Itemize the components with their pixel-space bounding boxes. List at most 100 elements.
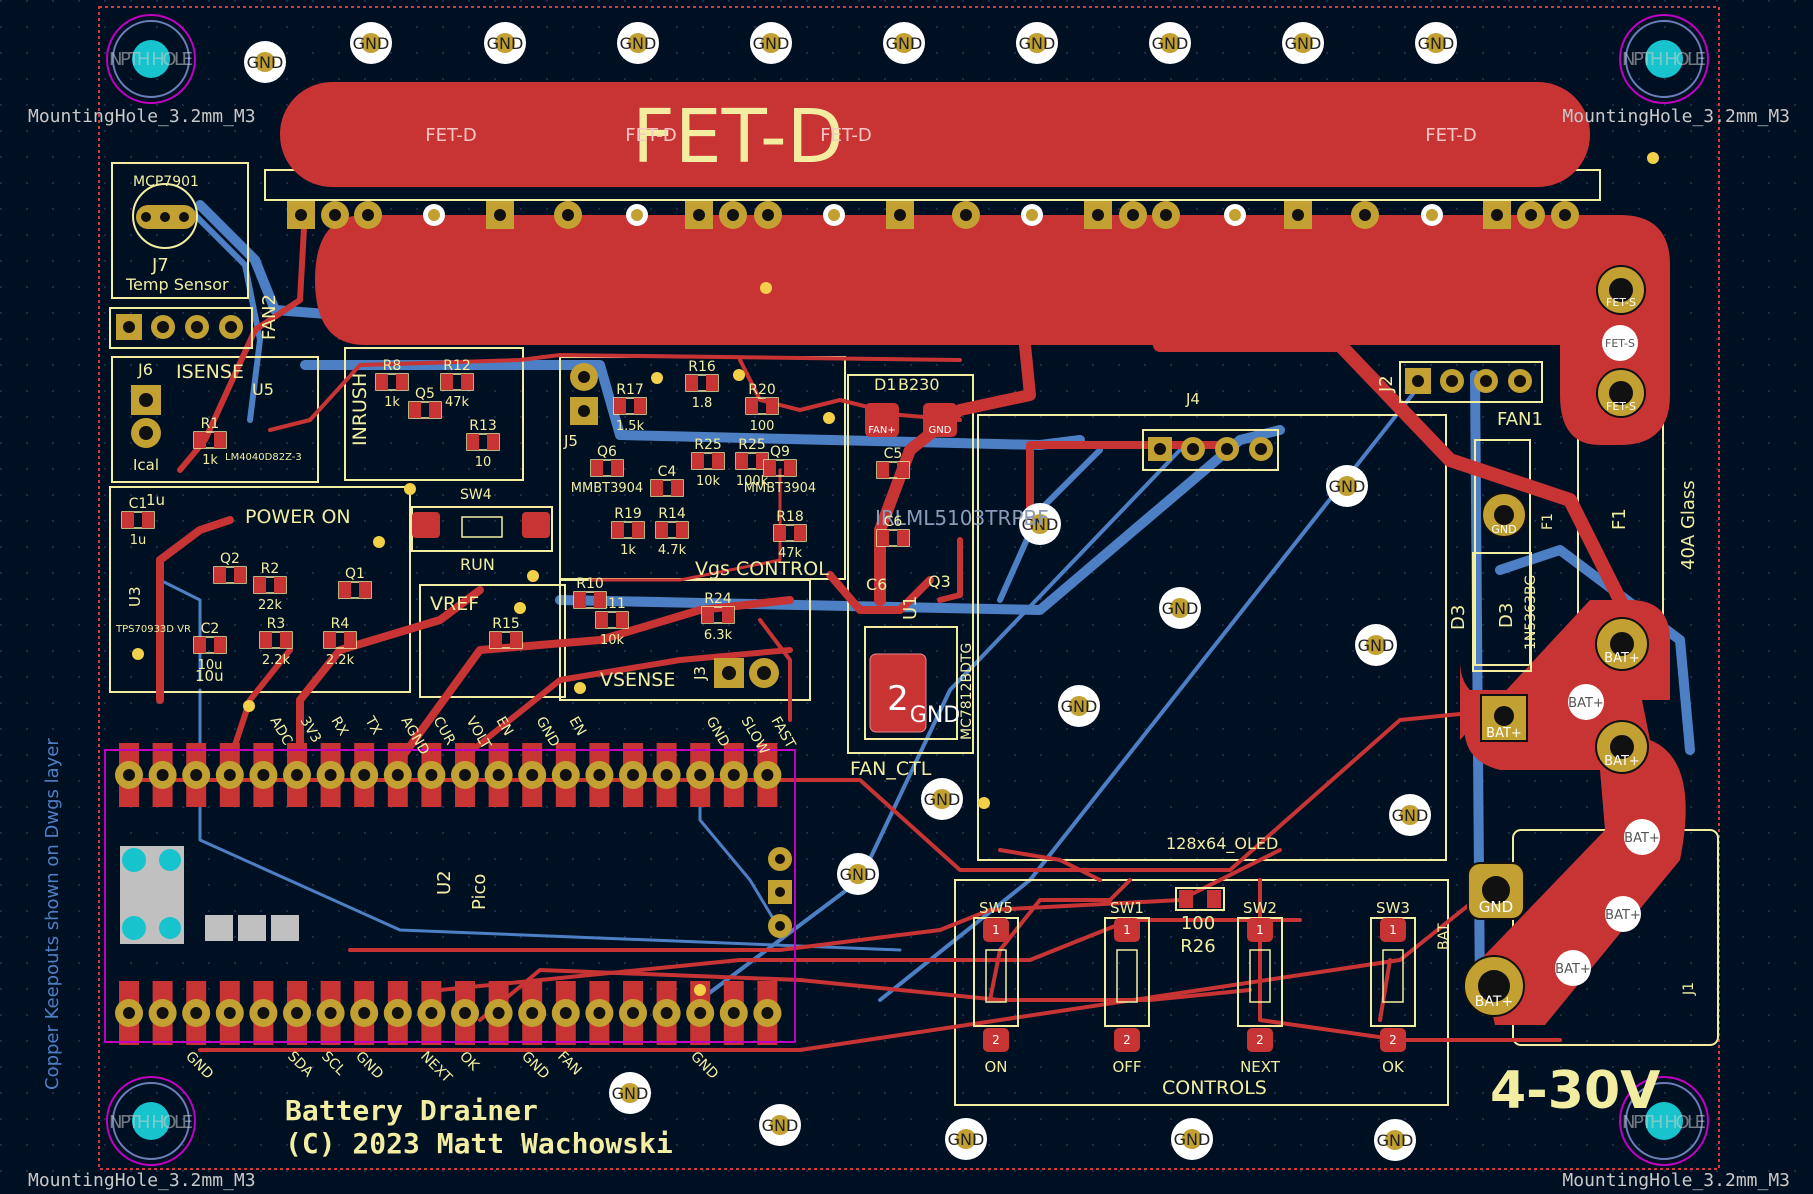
gnd-test-point: GND — [609, 1072, 651, 1114]
ical-label: Ical — [133, 456, 159, 474]
part-value: 100k — [736, 474, 769, 489]
part-ref: R12 — [443, 358, 471, 374]
gnd-test-point: GND — [759, 1104, 801, 1146]
j3-label: J3 — [691, 666, 709, 681]
vgs-control-label: Vgs CONTROL — [695, 558, 829, 580]
inrush-label: INRUSH — [349, 373, 371, 446]
gnd-label: GND — [924, 790, 961, 809]
d3-body — [1472, 552, 1532, 672]
connector-j6 — [131, 385, 161, 448]
voltage-label: 4-30V — [1490, 1061, 1660, 1121]
smd-part: R16 1.8 — [685, 359, 719, 411]
front-copper — [280, 82, 1686, 1025]
part-ref: R16 — [688, 359, 716, 375]
run-switch-sw4[interactable] — [411, 506, 553, 552]
j7-label: J7 — [151, 255, 169, 276]
part-ref: Q6 — [597, 444, 617, 460]
gnd-label: GND — [1377, 1131, 1414, 1150]
mcp-label: MCP7901 — [133, 174, 199, 190]
gnd-test-point: GND — [921, 778, 963, 820]
pin-number: 2 — [1123, 1033, 1131, 1047]
gnd-test-point: GND — [484, 22, 526, 64]
j6-label: J6 — [137, 360, 153, 379]
smd-components: R81kR1247kR1310R171.5kR161.8R20100R2510k… — [121, 152, 1659, 996]
mosfet-pad-row — [287, 201, 1579, 229]
c6-ref: C6 — [866, 575, 887, 594]
smd-part: R10 — [573, 576, 607, 609]
part-value: 22k — [258, 598, 283, 613]
part-ref: R3 — [267, 616, 286, 632]
part-ref: R4 — [331, 616, 350, 632]
npth-label-tl: NPTH HOLE — [109, 49, 193, 70]
gnd-test-point: GND — [1159, 587, 1201, 629]
regulator-tab-pin: 2 — [887, 679, 909, 719]
via — [733, 369, 745, 381]
part-value: 1.8 — [692, 396, 713, 411]
temp-sensor-j7 — [132, 183, 198, 249]
connector-j4 — [1142, 429, 1279, 471]
gnd-label: GND — [762, 1116, 799, 1135]
c2-value: 10u — [195, 667, 224, 685]
bat-plus-via-label-3: BAT+ — [1605, 908, 1641, 923]
part-ref: R8 — [383, 358, 402, 374]
d1-pad-2 — [923, 403, 957, 437]
via — [373, 536, 385, 548]
part-value: MMBT3904 — [744, 481, 816, 496]
part-ref: R20 — [748, 382, 776, 398]
u5-label: U5 — [252, 380, 274, 399]
regulator-body — [864, 626, 958, 740]
pico-header-bottom — [115, 981, 782, 1045]
gnd-test-point: GND — [1326, 465, 1368, 507]
via — [132, 648, 144, 660]
bat-plus-via-label-4: BAT+ — [1555, 962, 1591, 977]
smd-part: C6 — [876, 514, 910, 547]
j5-label: J5 — [563, 432, 578, 450]
f1-gnd-label: GND — [1491, 523, 1516, 536]
part-value: 1k — [202, 453, 218, 468]
mounting-hole — [106, 14, 196, 104]
connector-fan1 — [1399, 361, 1543, 403]
gnd-test-point: GND — [750, 22, 792, 64]
part-value: 10k — [696, 474, 721, 489]
mounting-hole — [106, 1076, 196, 1166]
part-ref: R24 — [704, 591, 732, 607]
gnd-label: GND — [1358, 636, 1395, 655]
fet-d-title: FET-D — [632, 94, 843, 180]
smd-part: C4 — [650, 464, 684, 497]
part-ref: R13 — [469, 418, 497, 434]
part-value: 1.5k — [616, 419, 645, 434]
pin-number: 1 — [1389, 923, 1397, 937]
via — [514, 602, 526, 614]
via — [694, 984, 706, 996]
gnd-test-point: GND — [1019, 503, 1061, 545]
part-value: 2.2k — [326, 653, 355, 668]
mounting-hole-label-bl: MountingHole_3.2mm_M3 — [28, 1170, 256, 1191]
switch-action: OK — [1382, 1058, 1405, 1076]
part-ref: R17 — [616, 382, 644, 398]
bat-plus-sq-label: BAT+ — [1486, 726, 1522, 741]
bat-plus-pad-label-2: BAT+ — [1604, 754, 1640, 769]
gnd-label: GND — [1022, 515, 1059, 534]
npth-label-tr: NPTH HOLE — [1622, 49, 1706, 70]
switch-ref: SW1 — [1110, 899, 1144, 917]
pico-value: Pico — [469, 874, 490, 910]
part-value: 1u — [130, 533, 147, 548]
gnd-label: GND — [1162, 599, 1199, 618]
gnd-label: GND — [353, 34, 390, 53]
fet-d-label-3: FET-D — [820, 125, 871, 146]
c1-value: 1u — [146, 491, 165, 509]
d3-ref-outer: D3 — [1448, 605, 1469, 630]
